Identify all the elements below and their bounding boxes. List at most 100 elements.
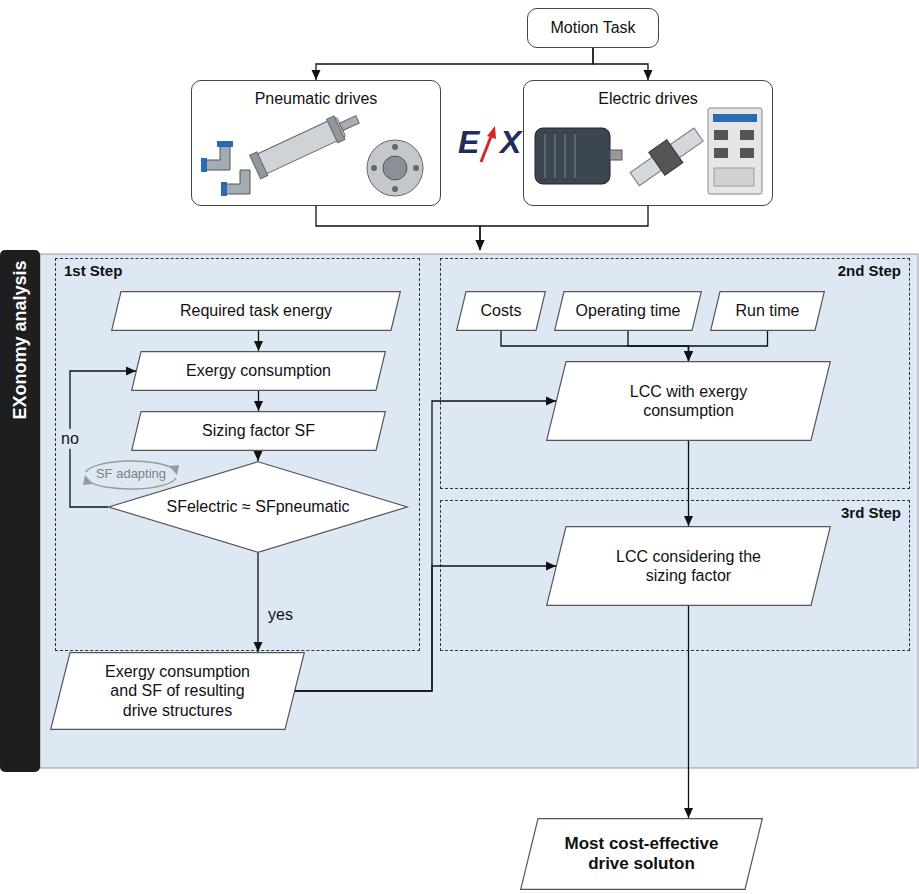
linear-axis-icon (627, 123, 707, 191)
box-label: LCC considering the sizing factor (604, 547, 774, 585)
connector-line (501, 331, 689, 361)
arrowhead (546, 397, 556, 406)
box-outline (546, 526, 831, 606)
connector-line (316, 48, 593, 80)
connector (628, 331, 693, 361)
arrowhead (684, 351, 693, 361)
step-heading: 3rd Step (449, 504, 901, 522)
group-title: Pneumatic drives (255, 89, 378, 108)
connector-line (316, 206, 480, 250)
controller-icon (708, 108, 762, 194)
box-outline (546, 361, 831, 441)
data-box: Costs (456, 291, 546, 331)
connector-line (257, 451, 258, 461)
text-holder: EXonomy analysis (10, 260, 31, 419)
connector (593, 48, 653, 80)
connector (501, 331, 693, 361)
logo-letter: E (458, 124, 479, 161)
step-heading: 2nd Step (449, 262, 901, 280)
drive-group-box: Electric drives (523, 80, 773, 206)
box-label: Motion Task (550, 18, 635, 37)
connector (312, 48, 594, 80)
data-box: Required task energy (111, 291, 401, 331)
edge-label: no (59, 429, 81, 449)
connector-line (688, 441, 689, 526)
connector (295, 562, 556, 692)
arrowhead (684, 351, 693, 361)
box-label: Exergy consumption and SF of resulting d… (98, 662, 258, 720)
edge-label: yes (266, 604, 295, 624)
step-heading: 1st Step (64, 262, 411, 280)
data-box: Run time (710, 291, 825, 331)
box-label: Exergy consumption (186, 361, 331, 380)
connector (254, 391, 263, 411)
connector-line (628, 331, 689, 361)
text-holder: E (458, 124, 479, 161)
arrowhead (684, 351, 693, 361)
arrowhead (644, 70, 653, 80)
arrowhead (254, 642, 263, 652)
connector-line (257, 553, 258, 652)
box-label: Sizing factor SF (202, 421, 315, 440)
group-title: Electric drives (598, 89, 698, 108)
start-box: Motion Task (527, 8, 659, 48)
box-label: Run time (735, 301, 799, 320)
fitting-icon (201, 141, 250, 196)
arrowhead (476, 240, 485, 250)
arrowhead (254, 401, 263, 411)
connector (316, 206, 485, 250)
box-label: Operating time (576, 301, 681, 320)
process-box: LCC with exergy consumption (546, 361, 831, 441)
connector (684, 331, 768, 361)
arrowhead (254, 341, 263, 351)
connector (295, 397, 556, 692)
connector (254, 553, 263, 652)
connector-line (258, 391, 259, 411)
text-holder: no (59, 429, 81, 449)
connector-line (480, 206, 648, 250)
connector (476, 206, 649, 250)
connector-line (688, 606, 689, 818)
data-box: Sizing factor SF (131, 411, 386, 451)
arrowhead (312, 70, 321, 80)
connector-line (593, 48, 648, 80)
connector (254, 451, 263, 461)
arrowhead (476, 240, 485, 250)
analysis-panel: EXonomy analysis 1st StepRequired task en… (0, 250, 919, 772)
connector (684, 441, 693, 526)
panel-title: EXonomy analysis (10, 260, 31, 419)
arrowhead (684, 516, 693, 526)
rotary-actuator-icon (367, 140, 423, 196)
text-holder: X (500, 124, 521, 161)
logo-letter: X (500, 124, 521, 161)
arrowhead (546, 562, 556, 571)
arrowhead (254, 451, 263, 461)
text-holder: yes (266, 604, 295, 624)
process-box: LCC considering the sizing factor (546, 526, 831, 606)
arrowhead (684, 808, 693, 818)
data-box: Operating time (554, 291, 702, 331)
box-label: LCC with exergy consumption (614, 382, 764, 420)
logo-arrow (481, 126, 496, 162)
step-frame: 3rd StepLCC considering the sizing facto… (440, 500, 910, 651)
connector-line (258, 331, 259, 351)
connector (684, 606, 693, 818)
connector-line (295, 566, 556, 691)
connector-line (295, 401, 556, 691)
box-label: SFelectric ≈ SFpneumatic (166, 497, 349, 516)
adapting-cycle-arrows (83, 461, 179, 489)
step-frame: 2nd StepCosts Operating time Run timeLCC w… (440, 258, 910, 489)
step-frame: 1st StepRequired task energyExergy consu… (55, 258, 420, 651)
loop-note: SF adapting (96, 467, 166, 482)
connector-line (689, 331, 768, 361)
text-holder: SF adapting (96, 467, 166, 482)
motor-icon (535, 128, 622, 184)
cylinder-icon (250, 107, 363, 178)
connector (254, 331, 263, 351)
box-label: Most cost-effective drive soluton (557, 834, 727, 875)
data-box: Exergy consumption (131, 351, 386, 391)
data-box: Exergy consumption and SF of resulting d… (50, 652, 305, 730)
box-label: Required task energy (180, 301, 332, 320)
result-box: Most cost-effective drive soluton (520, 818, 763, 890)
